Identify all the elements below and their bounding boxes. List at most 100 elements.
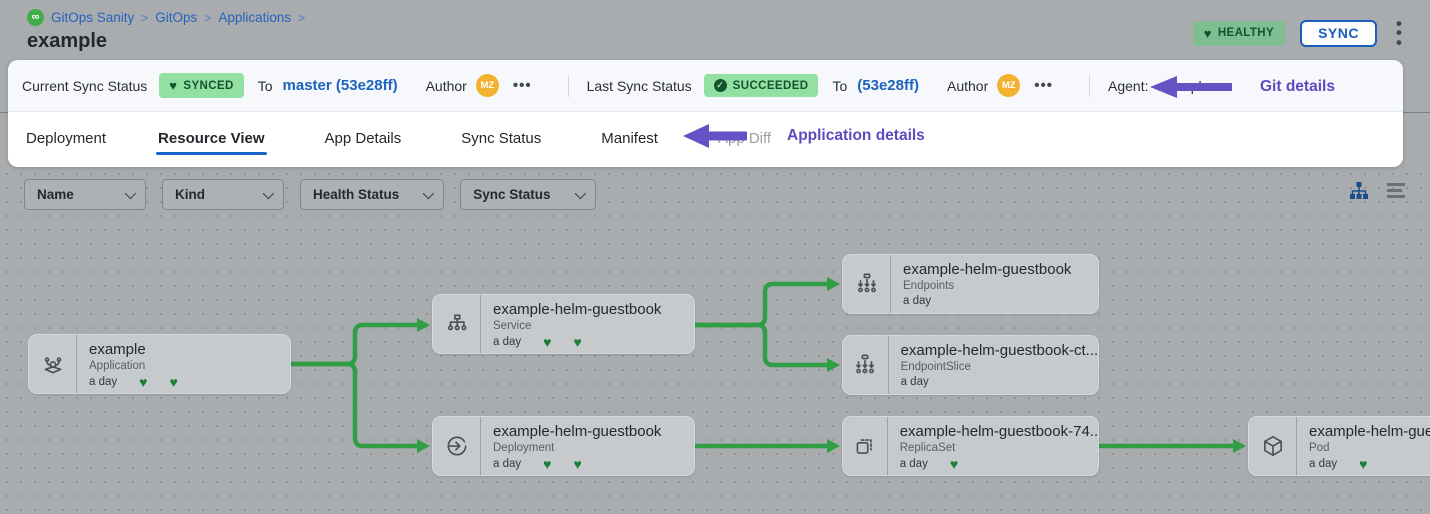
app-details-card: Current Sync Status ♥ SYNCED To master (… <box>8 60 1403 167</box>
filter-label: Kind <box>175 187 205 202</box>
breadcrumb-separator: > <box>204 10 212 25</box>
node-age: a day <box>900 376 929 388</box>
kebab-menu-icon[interactable]: ••• <box>1396 14 1402 52</box>
endpointslice-icon <box>843 336 888 394</box>
breadcrumb-link-applications[interactable]: Applications <box>218 10 292 25</box>
page-title: example <box>27 30 108 52</box>
list-view-icon[interactable] <box>1386 182 1406 200</box>
breadcrumb-link-gitops[interactable]: GitOps <box>155 10 198 25</box>
resource-node-pod[interactable]: example-helm-guest Pod a day ♥ <box>1248 416 1430 476</box>
resource-node-endpoints[interactable]: example-helm-guestbook Endpoints a day <box>842 254 1099 314</box>
resource-node-replicaset[interactable]: example-helm-guestbook-74... ReplicaSet … <box>842 416 1099 476</box>
author-avatar: MZ <box>997 74 1021 97</box>
filter-label: Health Status <box>313 187 400 202</box>
succeeded-badge: ✓ SUCCEEDED <box>703 74 819 97</box>
health-heart-icon: ♥ <box>169 374 178 390</box>
node-title: example-helm-guestbook <box>493 423 662 440</box>
node-kind: Application <box>89 360 146 372</box>
health-status-filter-dropdown[interactable]: Health Status <box>300 179 445 210</box>
breadcrumb-link-gitops-sanity[interactable]: GitOps Sanity <box>51 10 135 25</box>
resource-tree-canvas: Name Kind Health Status Sync Status <box>0 167 1430 514</box>
node-title: example <box>89 341 146 358</box>
chevron-down-icon <box>423 187 435 199</box>
node-title: example-helm-guestbook-74... <box>899 423 1098 440</box>
resource-node-service[interactable]: example-helm-guestbook Service a day ♥ ♥ <box>432 294 695 354</box>
resource-node-endpointslice[interactable]: example-helm-guestbook-ct... EndpointSli… <box>842 335 1099 395</box>
vertical-divider <box>1089 74 1090 97</box>
node-age: a day <box>89 376 118 388</box>
health-heart-icon: ♥ <box>949 456 959 472</box>
sync-status-filter-dropdown[interactable]: Sync Status <box>460 179 596 210</box>
author-label: Author <box>946 77 989 94</box>
pod-icon <box>1249 417 1296 475</box>
succeeded-badge-label: SUCCEEDED <box>732 79 809 92</box>
chevron-down-icon <box>124 187 137 199</box>
filter-bar: Name Kind Health Status Sync Status <box>24 179 596 210</box>
node-kind: ReplicaSet <box>899 442 956 454</box>
breadcrumb: ∞ GitOps Sanity > GitOps > Applications … <box>27 9 305 26</box>
more-horizontal-icon[interactable]: ••• <box>512 77 532 94</box>
sync-button[interactable]: SYNC <box>1300 19 1377 47</box>
health-heart-icon: ♥ <box>139 374 148 390</box>
annotation-label: Application details <box>787 127 925 144</box>
breadcrumb-separator: > <box>141 10 149 25</box>
tree-view-icon[interactable] <box>1349 181 1369 201</box>
chevron-down-icon <box>574 187 586 199</box>
annotation-label: Git details <box>1260 78 1335 95</box>
node-title: example-helm-guestbook <box>493 301 662 318</box>
node-title: example-helm-guest <box>1309 423 1430 440</box>
vertical-divider <box>567 74 569 97</box>
node-kind: Pod <box>1309 442 1330 454</box>
health-status-badge: ♥ HEALTHY <box>1192 20 1286 46</box>
current-sync-status-label: Current Sync Status <box>22 77 148 94</box>
author-avatar: MZ <box>475 74 499 97</box>
heart-icon: ♥ <box>169 78 178 93</box>
replicaset-icon <box>843 417 887 475</box>
current-revision-link[interactable]: master (53e28ff) <box>282 77 398 94</box>
node-age: a day <box>899 458 928 470</box>
endpoints-icon <box>843 255 890 313</box>
application-details-annotation: Application details <box>683 123 925 149</box>
synced-badge-label: SYNCED <box>183 79 234 92</box>
deployment-icon <box>433 417 480 475</box>
tab-deployment[interactable]: Deployment <box>26 130 107 147</box>
view-toggle <box>1349 181 1406 201</box>
health-heart-icon: ♥ <box>573 456 582 472</box>
health-heart-icon: ♥ <box>543 334 552 350</box>
author-label: Author <box>425 77 467 94</box>
resource-node-deployment[interactable]: example-helm-guestbook Deployment a day … <box>432 416 695 476</box>
last-sync-status-label: Last Sync Status <box>586 77 692 94</box>
node-age: a day <box>903 295 932 307</box>
filter-label: Name <box>37 187 74 202</box>
application-icon <box>29 335 76 393</box>
resource-node-application[interactable]: example Application a day ♥ ♥ <box>28 334 291 394</box>
name-filter-dropdown[interactable]: Name <box>24 179 146 210</box>
health-badge-label: HEALTHY <box>1217 27 1275 40</box>
kind-filter-dropdown[interactable]: Kind <box>162 179 284 210</box>
top-header: ∞ GitOps Sanity > GitOps > Applications … <box>0 0 1430 60</box>
tab-sync-status[interactable]: Sync Status <box>461 130 542 147</box>
tab-app-details[interactable]: App Details <box>324 130 402 147</box>
node-age: a day <box>1309 458 1338 470</box>
check-circle-icon: ✓ <box>713 79 727 92</box>
node-kind: Endpoints <box>903 280 955 292</box>
node-kind: EndpointSlice <box>900 361 971 373</box>
filter-label: Sync Status <box>473 187 551 202</box>
node-kind: Service <box>493 320 532 332</box>
tab-resource-view[interactable]: Resource View <box>142 113 280 165</box>
gitops-logo-icon: ∞ <box>27 9 44 26</box>
tab-manifest[interactable]: Manifest <box>601 130 658 147</box>
synced-badge: ♥ SYNCED <box>159 73 244 98</box>
last-revision-link[interactable]: (53e28ff) <box>857 77 919 94</box>
sync-status-bar: Current Sync Status ♥ SYNCED To master (… <box>8 60 1403 112</box>
node-kind: Deployment <box>493 442 555 454</box>
health-heart-icon: ♥ <box>543 456 552 472</box>
breadcrumb-separator: > <box>298 10 306 25</box>
node-age: a day <box>493 336 522 348</box>
agent-label: Agent: <box>1108 77 1149 94</box>
node-age: a day <box>493 458 522 470</box>
to-label: To <box>257 77 273 94</box>
health-heart-icon: ♥ <box>1359 456 1368 472</box>
more-horizontal-icon[interactable]: ••• <box>1034 77 1053 94</box>
node-title: example-helm-guestbook <box>903 261 1072 278</box>
